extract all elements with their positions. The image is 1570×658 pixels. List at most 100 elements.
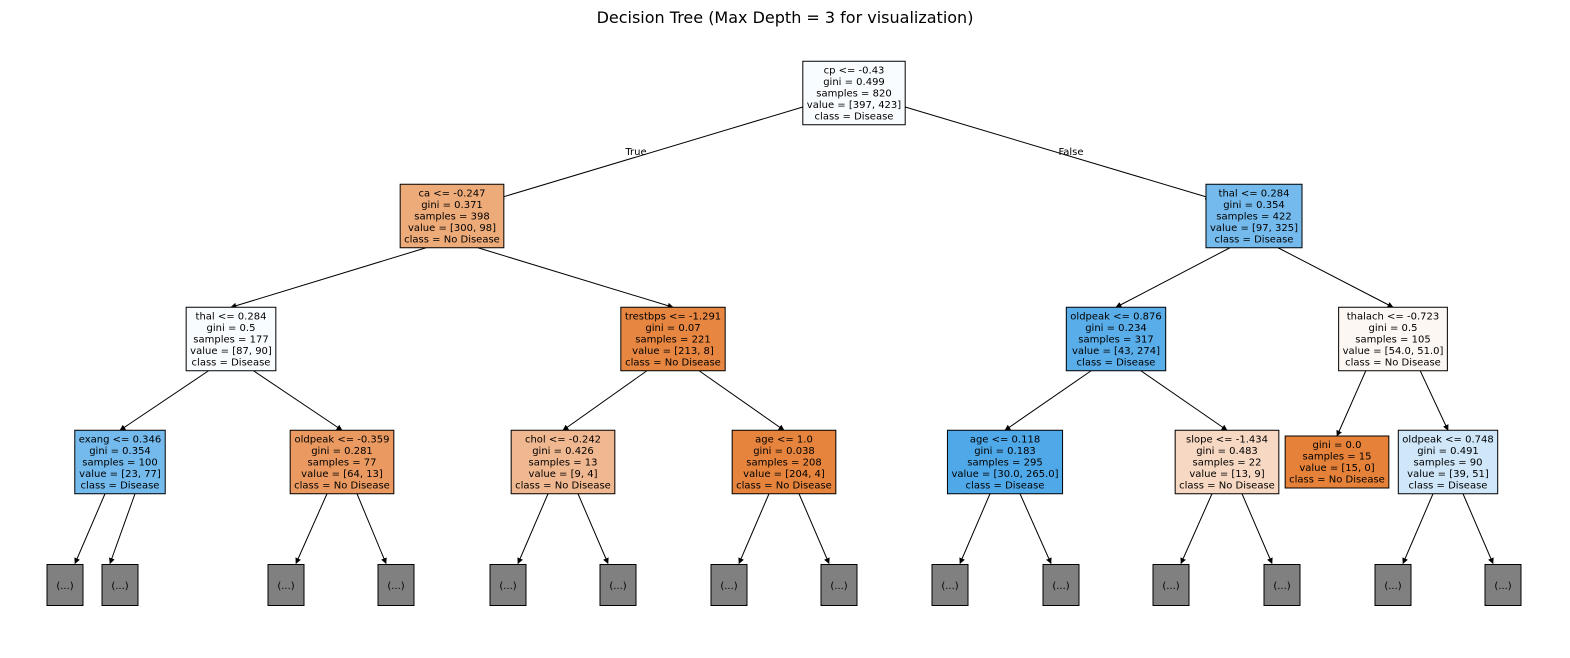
- node-line: trestbps <= -1.291: [625, 311, 721, 322]
- node-line: samples = 317: [1078, 334, 1153, 345]
- node-line: samples = 22: [1192, 457, 1261, 468]
- tree-edge: [356, 493, 387, 565]
- node-box: [74, 429, 166, 495]
- tree-edge: [1419, 370, 1449, 431]
- truncated-label: (...): [1162, 581, 1179, 592]
- node-line: chol <= -0.242: [525, 434, 601, 445]
- node-line: samples = 221: [635, 334, 710, 345]
- node-box: [946, 429, 1064, 495]
- node-line: samples = 177: [193, 334, 268, 345]
- truncated-label: (...): [277, 581, 294, 592]
- truncated-box: [1263, 564, 1301, 606]
- truncated-box: [267, 564, 305, 606]
- tree-edge: [1019, 493, 1052, 565]
- node-line: value = [23, 77]: [79, 469, 161, 480]
- chart-title: Decision Tree (Max Depth = 3 for visuali…: [596, 8, 974, 27]
- tree-edge: [698, 370, 785, 431]
- node-line: class = No Disease: [736, 480, 832, 491]
- node-box: [1205, 183, 1303, 249]
- node-box: [1174, 429, 1280, 495]
- node-line: class = No Disease: [1345, 357, 1441, 368]
- node-line: samples = 77: [307, 457, 376, 468]
- truncated-node-lll-left: (...): [46, 564, 84, 606]
- truncated-node-rlr-left: (...): [1152, 564, 1190, 606]
- node-line: oldpeak <= 0.876: [1070, 311, 1161, 322]
- node-line: oldpeak <= 0.748: [1402, 434, 1493, 445]
- edge-label-true: True: [624, 147, 646, 158]
- node-line: class = No Disease: [1179, 480, 1275, 491]
- node-line: value = [9, 4]: [529, 469, 598, 480]
- truncated-box: [101, 564, 139, 606]
- node-line: class = No Disease: [404, 234, 500, 245]
- node-line: class = No Disease: [1289, 475, 1385, 486]
- node-line: value = [204, 4]: [743, 469, 825, 480]
- tree-edge: [74, 493, 106, 565]
- node-box: [510, 429, 616, 495]
- tree-edge: [119, 370, 209, 431]
- tree-edge: [905, 106, 1212, 200]
- truncated-box: [1042, 564, 1080, 606]
- node-line: gini = 0.281: [311, 446, 373, 457]
- node-line: class = Disease: [192, 357, 271, 368]
- node-line: value = [87, 90]: [190, 346, 272, 357]
- truncated-box: [931, 564, 969, 606]
- node-line: value = [13, 9]: [1189, 469, 1264, 480]
- node-line: samples = 295: [967, 457, 1042, 468]
- node-line: gini = 0.354: [1223, 200, 1285, 211]
- node-line: gini = 0.0: [1313, 440, 1362, 451]
- node-box: [731, 429, 837, 495]
- node-line: gini = 0.234: [1085, 323, 1147, 334]
- node-line: thalach <= -0.723: [1347, 311, 1439, 322]
- tree-edge: [517, 493, 549, 565]
- node-line: age <= 1.0: [755, 434, 813, 445]
- tree-edge: [562, 370, 648, 431]
- node-line: thal <= 0.284: [1219, 188, 1290, 199]
- tree-edge: [230, 247, 427, 309]
- truncated-node-lrr-right: (...): [820, 564, 858, 606]
- node-line: thal <= 0.284: [196, 311, 267, 322]
- node-box: [1284, 435, 1390, 489]
- truncated-label: (...): [609, 581, 626, 592]
- node-line: gini = 0.483: [1196, 446, 1258, 457]
- node-line: samples = 15: [1302, 452, 1371, 463]
- node-line: samples = 105: [1355, 334, 1430, 345]
- truncated-box: [1152, 564, 1190, 606]
- truncated-node-lll-right: (...): [101, 564, 139, 606]
- truncated-label: (...): [387, 581, 404, 592]
- node-line: value = [97, 325]: [1210, 223, 1298, 234]
- node-line: gini = 0.354: [89, 446, 151, 457]
- truncated-label: (...): [1052, 581, 1069, 592]
- truncated-label: (...): [941, 581, 958, 592]
- truncated-label: (...): [1494, 581, 1511, 592]
- tree-edge: [477, 247, 674, 309]
- node-line: ca <= -0.247: [419, 188, 486, 199]
- truncated-box: [820, 564, 858, 606]
- node-line: slope <= -1.434: [1186, 434, 1268, 445]
- tree-edge: [108, 493, 136, 565]
- node-line: class = Disease: [815, 111, 894, 122]
- truncated-label: (...): [830, 581, 847, 592]
- truncated-label: (...): [499, 581, 516, 592]
- node-line: value = [30.0, 265.0]: [951, 469, 1058, 480]
- tree-edge: [1462, 493, 1494, 565]
- node-line: value = [64, 13]: [301, 469, 383, 480]
- node-line: exang <= 0.346: [79, 434, 161, 445]
- tree-edge: [1004, 370, 1092, 431]
- node-line: gini = 0.499: [823, 77, 885, 88]
- tree-edge: [1180, 493, 1213, 565]
- edge-label-false: False: [1058, 147, 1083, 158]
- node-line: value = [39, 51]: [1407, 469, 1489, 480]
- node-line: class = Disease: [966, 480, 1045, 491]
- truncated-label: (...): [56, 581, 73, 592]
- node-line: class = Disease: [81, 480, 160, 491]
- truncated-node-rll-left: (...): [931, 564, 969, 606]
